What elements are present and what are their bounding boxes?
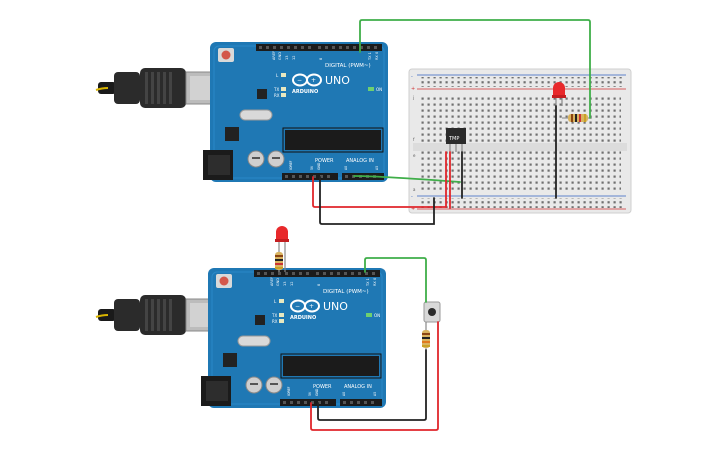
row-letter: f bbox=[413, 137, 415, 142]
digital-pin-label: TX 1 bbox=[368, 52, 372, 61]
reset-button[interactable] bbox=[218, 48, 234, 62]
wire-red-button bbox=[310, 321, 439, 431]
led-label: RX bbox=[272, 319, 278, 324]
reset-button[interactable] bbox=[216, 274, 232, 288]
digital-pin-label: 8 bbox=[319, 58, 323, 60]
digital-pin-label: AREF bbox=[270, 277, 274, 286]
breadboard: + - + - j f e a bbox=[408, 68, 632, 214]
wire-red-5v bbox=[312, 151, 447, 208]
row-letter: a bbox=[413, 187, 416, 192]
on-led-label: ON bbox=[376, 87, 382, 92]
arduino-logo: − + bbox=[290, 299, 320, 313]
resistor-top bbox=[562, 114, 592, 122]
resistor-pulldown bbox=[422, 328, 430, 350]
digital-pin-label: RX 0 bbox=[373, 278, 377, 286]
power-pin-label: GND bbox=[315, 388, 319, 396]
rail-sign: - bbox=[411, 194, 413, 200]
digital-pin-label: TX 1 bbox=[366, 278, 370, 287]
rail-sign: - bbox=[411, 74, 413, 80]
row-letter: e bbox=[413, 153, 416, 158]
led-top bbox=[552, 82, 566, 106]
digital-pin-label: 12 bbox=[292, 56, 296, 60]
brand-label: ARDUINO bbox=[290, 315, 316, 321]
on-led-label: ON bbox=[374, 313, 380, 318]
power-header-label: POWER bbox=[313, 384, 332, 390]
analog-header-label: ANALOG IN bbox=[346, 158, 374, 164]
usb-cable-top bbox=[95, 68, 223, 108]
sensor-label: TMP bbox=[448, 136, 459, 142]
led-label: L bbox=[274, 299, 277, 304]
digital-pin-label: GND bbox=[278, 52, 282, 60]
led-label: L bbox=[276, 73, 279, 78]
power-header-label: POWER bbox=[315, 158, 334, 164]
digital-pin-label: AREF bbox=[272, 51, 276, 60]
digital-header-label: DIGITAL (PWM~) bbox=[325, 63, 371, 69]
svg-text:−: − bbox=[297, 77, 302, 84]
analog-pin-label: A5 bbox=[373, 392, 377, 396]
temperature-sensor: TMP bbox=[446, 128, 466, 152]
power-pin-label: GND bbox=[317, 162, 321, 170]
wire-green-button bbox=[364, 257, 427, 303]
wire-green-analog bbox=[353, 175, 461, 183]
power-pin-label: 5V bbox=[308, 391, 312, 396]
digital-pin-label: 8 bbox=[317, 284, 321, 286]
analog-pin-label: A0 bbox=[344, 166, 348, 170]
power-pin-label: IOREF bbox=[287, 386, 291, 396]
brand-label: ARDUINO bbox=[292, 89, 318, 95]
arduino-board-top: AREF GND 13 12 8 TX 1 RX 0 DIGITAL (PWM~… bbox=[95, 42, 388, 182]
digital-pin-label: 12 bbox=[290, 282, 294, 286]
digital-pin-label: 13 bbox=[285, 56, 289, 60]
digital-header-label: DIGITAL (PWM~) bbox=[323, 289, 369, 295]
wire-green-digital bbox=[359, 19, 591, 119]
analog-header-label: ANALOG IN bbox=[344, 384, 372, 390]
led-label: TX bbox=[273, 87, 279, 92]
arduino-board-bottom: AREF GND 13 12 8 TX 1 RX 0 DIGITAL (PWM~… bbox=[95, 268, 386, 408]
wire-black-pulldown bbox=[317, 349, 427, 421]
led-bottom bbox=[275, 226, 289, 272]
power-pin-label: 5V bbox=[310, 165, 314, 170]
digital-pin-label: 13 bbox=[283, 282, 287, 286]
analog-pin-label: A5 bbox=[375, 166, 379, 170]
usb-cable-bottom bbox=[95, 295, 223, 335]
svg-text:+: + bbox=[311, 77, 316, 84]
rail-sign: + bbox=[411, 86, 415, 92]
wires-top bbox=[312, 19, 591, 225]
led-label: RX bbox=[274, 93, 280, 98]
wires-bottom bbox=[310, 257, 439, 431]
arduino-logo: − + bbox=[292, 73, 322, 87]
power-pin-label: IOREF bbox=[289, 160, 293, 170]
svg-text:−: − bbox=[295, 303, 300, 310]
led-label: TX bbox=[271, 313, 277, 318]
analog-pin-label: A0 bbox=[342, 392, 346, 396]
svg-text:+: + bbox=[309, 303, 314, 310]
board-model: UNO bbox=[323, 300, 348, 313]
resistor-bottom bbox=[275, 250, 283, 272]
row-letter: j bbox=[412, 95, 414, 100]
digital-pin-label: RX 0 bbox=[375, 52, 379, 60]
board-model: UNO bbox=[325, 74, 350, 87]
digital-pin-label: GND bbox=[276, 278, 280, 286]
wire-black-gnd bbox=[319, 176, 435, 225]
rail-sign: + bbox=[411, 206, 415, 212]
